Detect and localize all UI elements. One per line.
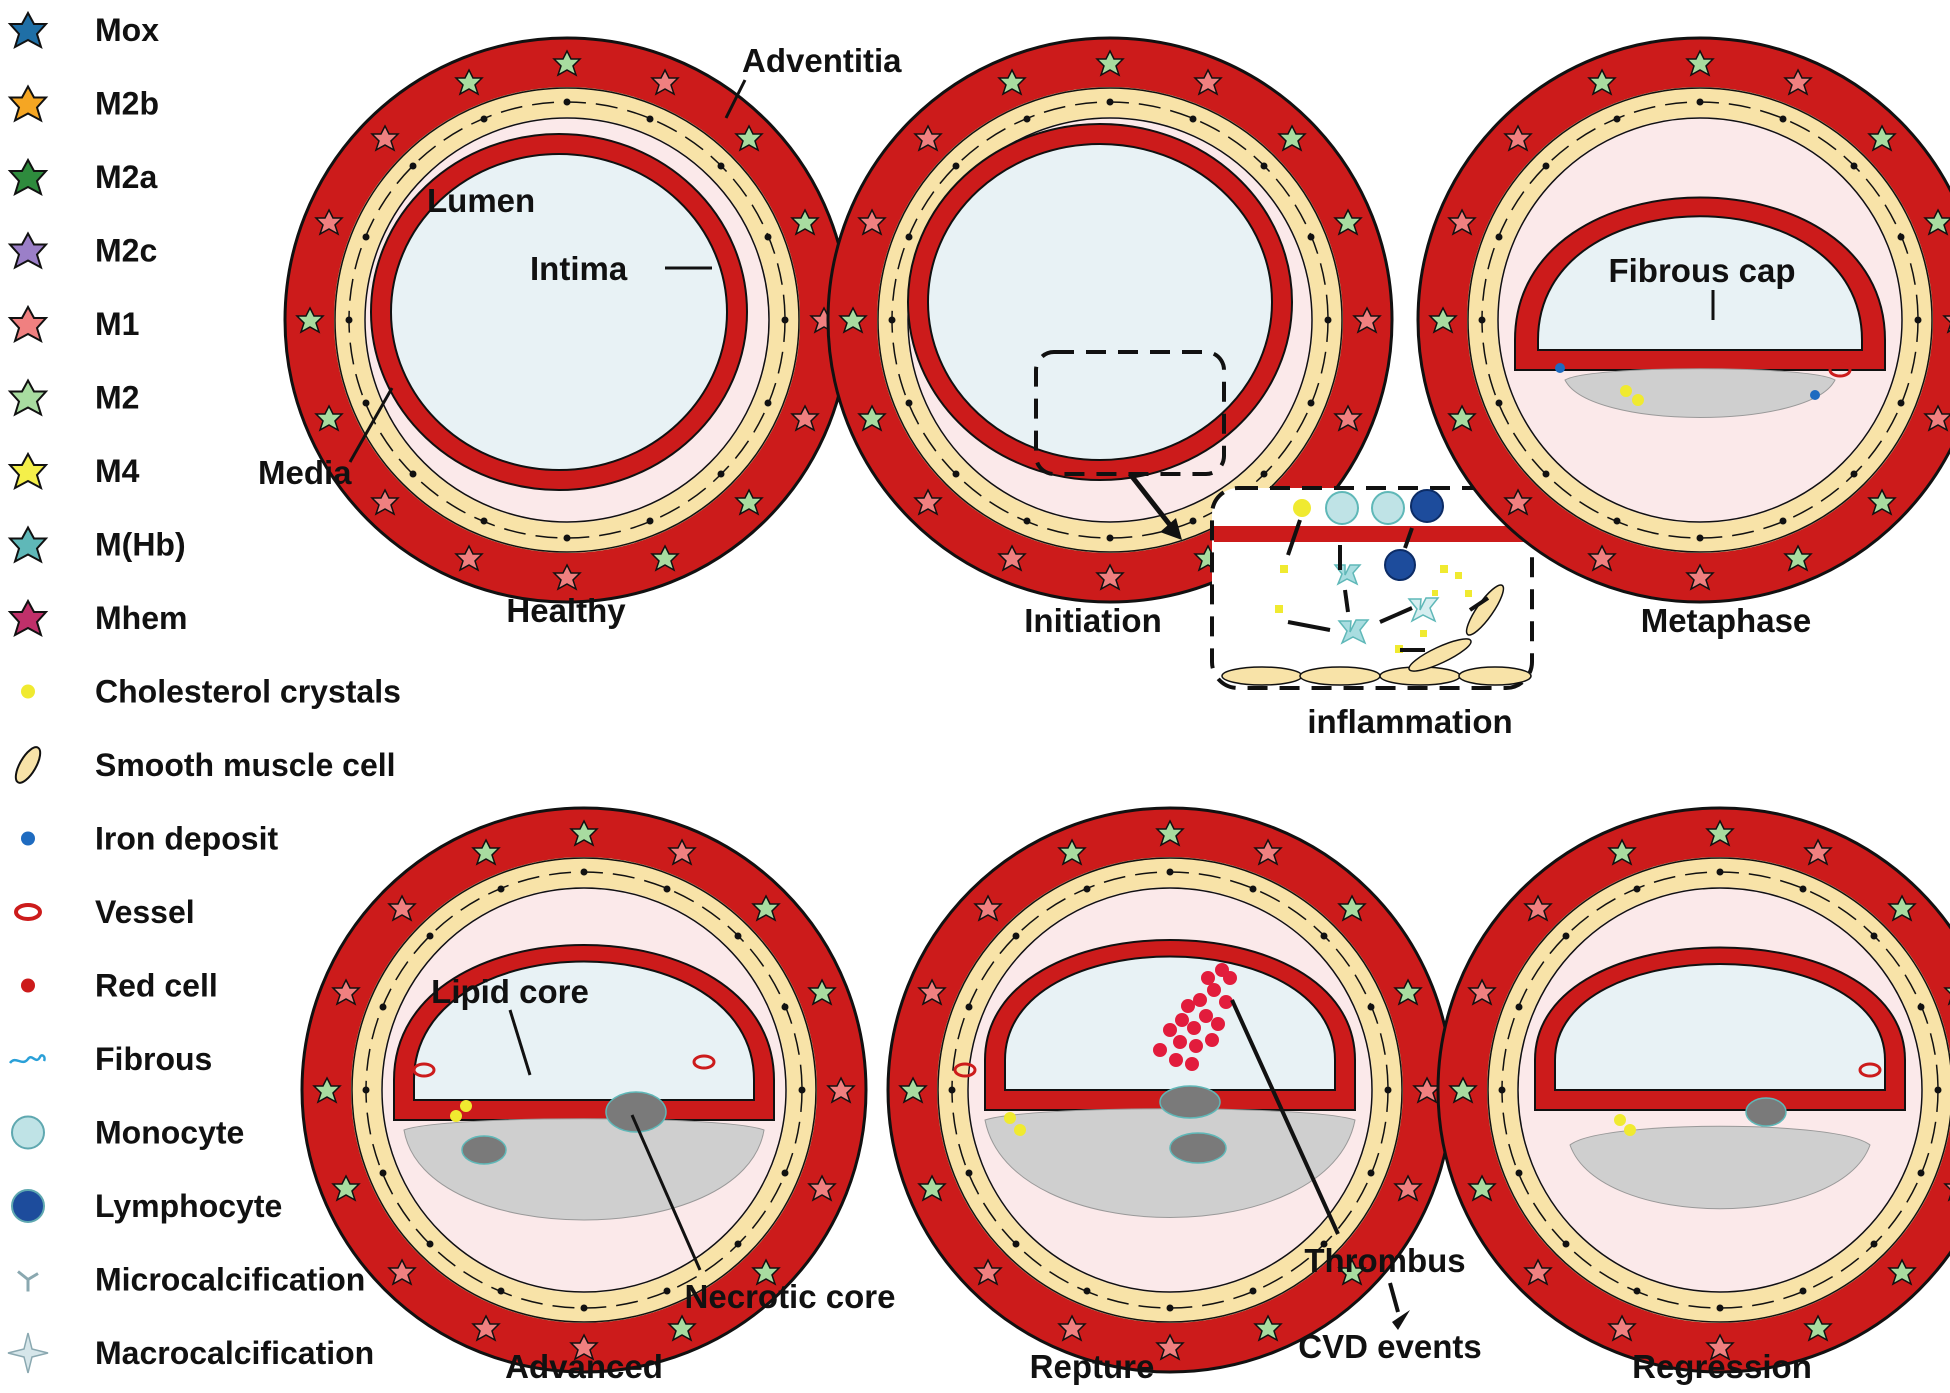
- legend-label: Cholesterol crystals: [95, 674, 401, 710]
- mhb-macrophage-icon: [7, 525, 49, 564]
- media-label: Media: [258, 454, 352, 491]
- legend-label: Red cell: [95, 968, 218, 1004]
- monocyte-icon: [11, 1115, 45, 1150]
- legend-label: Mox: [95, 12, 159, 48]
- lymphocyte-icon: [11, 1189, 45, 1223]
- legend-label: Monocyte: [95, 1115, 244, 1151]
- legend-label: M(Hb): [95, 527, 186, 563]
- fibrous-icon: [9, 1054, 46, 1064]
- cholesterol-crystal-icon: [21, 684, 35, 699]
- legend-label: M4: [95, 453, 140, 489]
- legend-label: Mhem: [95, 600, 187, 636]
- stage-label-metaphase: Metaphase: [1641, 602, 1812, 639]
- necrotic-core-label: Necrotic core: [685, 1278, 896, 1315]
- lumen-label: Lumen: [427, 182, 535, 219]
- legend-label: Smooth muscle cell: [95, 747, 396, 783]
- m2-macrophage-icon: [7, 378, 49, 417]
- adventitia-label: Adventitia: [742, 42, 902, 79]
- stage-label-regression: Regression: [1632, 1348, 1812, 1385]
- legend-item: Iron deposit: [21, 821, 278, 857]
- legend-item: M2: [7, 378, 139, 417]
- stage-label-advanced: Advanced: [505, 1348, 663, 1385]
- legend-label: Lymphocyte: [95, 1188, 282, 1224]
- legend-item: Smooth muscle cell: [14, 746, 396, 784]
- red-cell-icon: [21, 978, 35, 993]
- legend-label: Microcalcification: [95, 1262, 365, 1298]
- legend-item: M2a: [7, 157, 157, 197]
- legend-label: M2b: [95, 86, 159, 122]
- microcalcification-icon: [17, 1270, 39, 1292]
- lipid-core-label: Lipid core: [431, 973, 589, 1010]
- legend-item: Mox: [7, 10, 159, 50]
- legend-item: Macrocalcification: [7, 1332, 374, 1374]
- legend-item: M2b: [7, 84, 159, 123]
- m1-macrophage-icon: [7, 304, 49, 344]
- thrombus-label: Thrombus: [1304, 1242, 1465, 1279]
- legend-item: Vessel: [14, 894, 195, 930]
- legend-label: M2c: [95, 233, 157, 269]
- inflammation-label: inflammation: [1307, 703, 1512, 740]
- mhem-macrophage-icon: [7, 598, 49, 638]
- intima-label: Intima: [530, 250, 628, 287]
- legend-label: M1: [95, 306, 139, 342]
- cvd-events-label: CVD events: [1298, 1328, 1481, 1365]
- artery-healthy: [285, 38, 849, 602]
- legend-item: M1: [7, 304, 139, 344]
- artery-regression: [1438, 808, 1950, 1372]
- legend-item: M4: [7, 451, 140, 491]
- legend-label: Macrocalcification: [95, 1335, 374, 1371]
- legend-item: Red cell: [21, 968, 218, 1004]
- legend-item: Monocyte: [11, 1115, 244, 1151]
- vessel-icon: [14, 903, 42, 921]
- m2a-macrophage-icon: [7, 157, 49, 197]
- artery-advanced: [302, 808, 866, 1372]
- stage-label-rupture: Repture: [1030, 1348, 1155, 1385]
- m2c-macrophage-icon: [7, 231, 49, 270]
- legend-label: Iron deposit: [95, 821, 278, 857]
- fibrous-cap-label: Fibrous cap: [1608, 252, 1795, 289]
- stage-label-initiation: Initiation: [1024, 602, 1161, 639]
- legend-item: Cholesterol crystals: [21, 674, 401, 710]
- m4-macrophage-icon: [7, 451, 49, 491]
- m2b-macrophage-icon: [7, 84, 49, 123]
- legend-item: Lymphocyte: [11, 1188, 282, 1224]
- legend-item: M2c: [7, 231, 157, 270]
- artery-metaphase: [1418, 38, 1950, 602]
- artery-initiation: [828, 38, 1392, 602]
- legend-item: Mhem: [7, 598, 187, 638]
- smooth-muscle-cell-icon: [14, 746, 42, 784]
- stage-label-healthy: Healthy: [506, 592, 626, 629]
- legend-item: Fibrous: [9, 1041, 212, 1077]
- iron-deposit-icon: [21, 831, 35, 846]
- legend-label: Vessel: [95, 894, 195, 930]
- macrocalcification-icon: [7, 1332, 49, 1374]
- legend-label: Fibrous: [95, 1041, 212, 1077]
- mox-macrophage-icon: [7, 10, 49, 50]
- legend-label: M2a: [95, 159, 157, 195]
- legend-item: Microcalcification: [17, 1262, 365, 1298]
- legend-label: M2: [95, 380, 139, 416]
- artery-rupture: [888, 808, 1452, 1372]
- legend-item: M(Hb): [7, 525, 186, 564]
- inflammation-inset: [1210, 486, 1534, 690]
